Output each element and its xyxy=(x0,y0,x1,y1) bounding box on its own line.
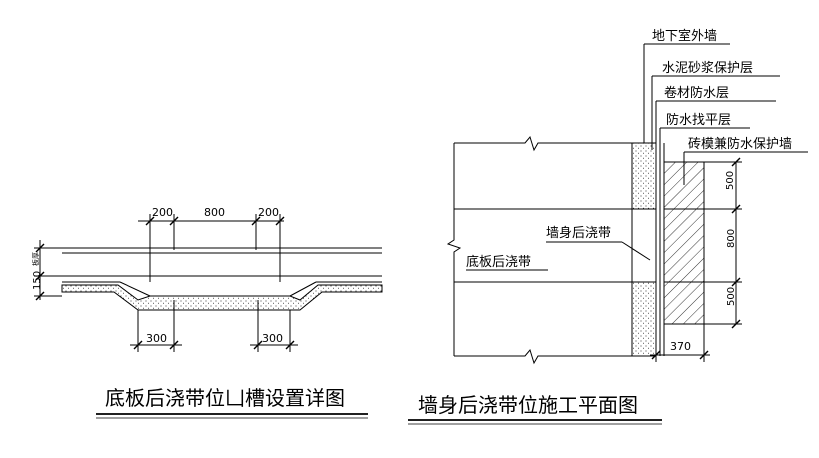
dim-slab-thickness: 板厚 xyxy=(31,252,40,266)
dim-200-right: 200 xyxy=(258,206,279,219)
label-wall-post-pour-band: 墙身后浇带 xyxy=(546,225,611,241)
label-brick-protective-wall: 砖模兼防水保护墙 xyxy=(688,136,792,152)
dim-800: 800 xyxy=(204,206,225,219)
label-basement-exterior-wall: 地下室外墙 xyxy=(652,28,717,44)
left-detail-drawing xyxy=(34,214,383,352)
dim-500-bottom: 500 xyxy=(726,287,737,306)
label-membrane-waterproof: 卷材防水层 xyxy=(664,85,729,101)
dim-300-right: 300 xyxy=(262,332,283,345)
right-plan-drawing xyxy=(446,43,808,365)
dim-370: 370 xyxy=(670,340,691,353)
dim-300-left: 300 xyxy=(146,332,167,345)
dim-150: 150 xyxy=(32,271,43,290)
right-drawing-title: 墙身后浇带位施工平面图 xyxy=(418,393,638,417)
label-waterproof-leveling: 防水找平层 xyxy=(666,112,731,128)
label-floor-post-pour-band: 底板后浇带 xyxy=(466,254,531,270)
dim-800-middle: 800 xyxy=(726,229,737,248)
dim-500-top: 500 xyxy=(725,171,736,190)
dim-200-left: 200 xyxy=(152,206,173,219)
label-cement-mortar-layer: 水泥砂浆保护层 xyxy=(662,61,753,76)
left-drawing-title: 底板后浇带位凵槽设置详图 xyxy=(105,386,345,410)
